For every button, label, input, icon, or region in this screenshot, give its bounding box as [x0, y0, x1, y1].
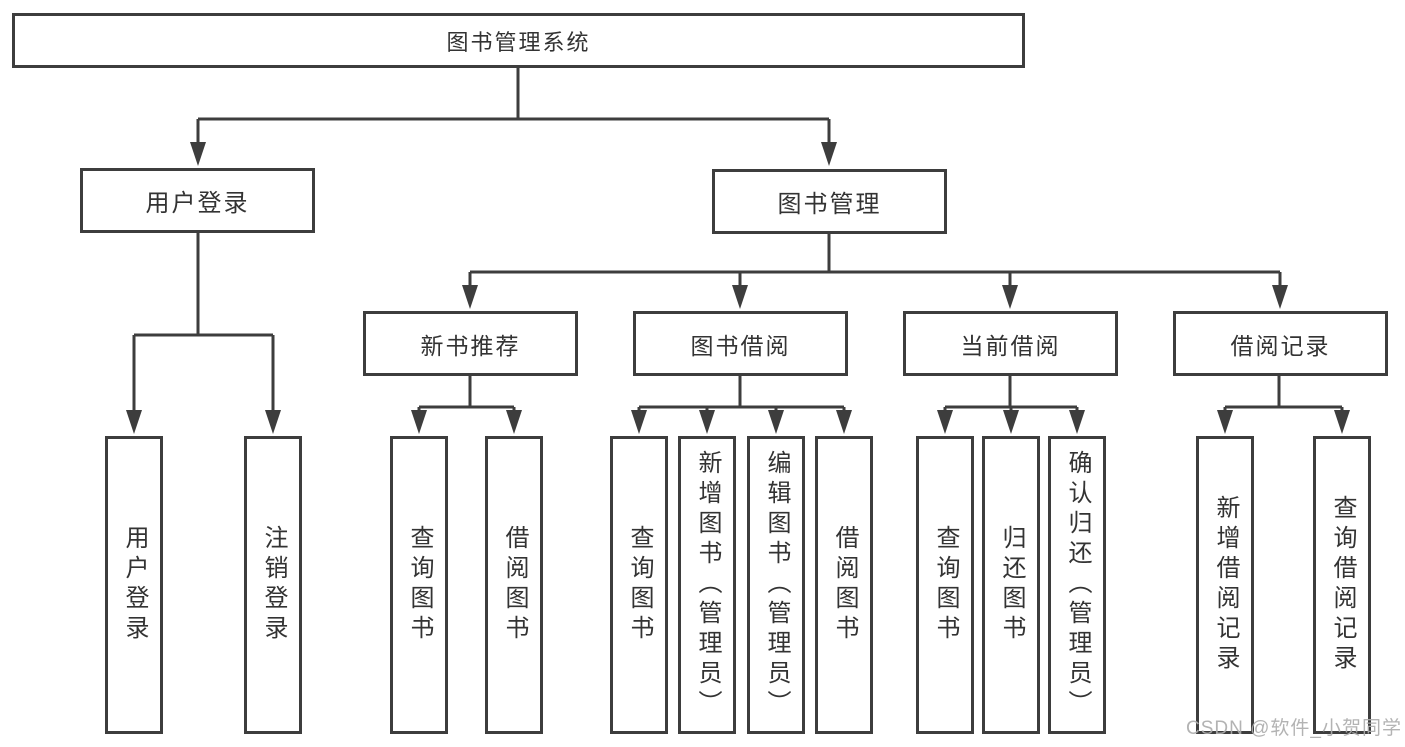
connector-borrow-records-to-leaves	[1217, 376, 1350, 434]
arrowhead	[1217, 410, 1233, 434]
arrowhead	[265, 410, 281, 434]
arrowhead	[937, 410, 953, 434]
arrowhead	[1334, 410, 1350, 434]
arrowhead	[768, 410, 784, 434]
node-label: 图书管理系统	[446, 29, 591, 55]
connector-user-login-to-leaves	[126, 233, 281, 434]
arrowhead	[1003, 410, 1019, 434]
node-new-book-recommend: 新书推荐	[363, 311, 578, 376]
arrowhead	[126, 410, 142, 434]
leaf-add-books-admin: 新增图书（管理员）	[678, 436, 736, 734]
node-label: 查询图书	[406, 525, 433, 645]
leaf-edit-books-admin: 编辑图书（管理员）	[747, 436, 805, 734]
node-label: 新书推荐	[420, 332, 521, 359]
node-current-borrowing: 当前借阅	[903, 311, 1118, 376]
node-label: 图书借阅	[690, 332, 791, 359]
leaf-borrow-books-recommend: 借阅图书	[485, 436, 543, 734]
node-label: 当前借阅	[960, 332, 1061, 359]
node-book-management: 图书管理	[712, 169, 947, 234]
node-book-borrowing: 图书借阅	[633, 311, 848, 376]
arrowhead	[190, 142, 206, 166]
node-label: 查询图书	[932, 525, 959, 645]
node-label: 用户登录	[121, 525, 148, 645]
node-borrowing-records: 借阅记录	[1173, 311, 1388, 376]
node-label: 确认归还（管理员）	[1064, 450, 1091, 720]
arrowhead	[631, 410, 647, 434]
arrowhead	[462, 285, 478, 309]
connector-new-book-rec-to-leaves	[411, 376, 522, 434]
arrowhead	[411, 410, 427, 434]
arrowhead	[836, 410, 852, 434]
arrowhead	[732, 285, 748, 309]
leaf-return-books: 归还图书	[982, 436, 1040, 734]
node-library-management-system: 图书管理系统	[12, 13, 1025, 68]
leaf-logout: 注销登录	[244, 436, 302, 734]
connector-root-to-level2	[190, 68, 837, 166]
node-label: 查询借阅记录	[1329, 495, 1356, 675]
node-label: 归还图书	[998, 525, 1025, 645]
leaf-borrow-books: 借阅图书	[815, 436, 873, 734]
connector-book-mgmt-to-level3	[462, 234, 1288, 309]
arrowhead	[821, 142, 837, 166]
node-label: 借阅图书	[831, 525, 858, 645]
node-label: 用户登录	[145, 190, 250, 217]
connector-book-borrow-to-leaves	[631, 376, 852, 434]
leaf-query-books-current: 查询图书	[916, 436, 974, 734]
node-label: 新增借阅记录	[1212, 495, 1239, 675]
node-label: 注销登录	[260, 525, 287, 645]
node-user-login: 用户登录	[80, 168, 315, 233]
leaf-query-books-borrowing: 查询图书	[610, 436, 668, 734]
arrowhead	[1069, 410, 1085, 434]
leaf-query-books-recommend: 查询图书	[390, 436, 448, 734]
arrowhead	[699, 410, 715, 434]
connector-current-borrow-to-leaves	[937, 376, 1085, 434]
node-label: 借阅图书	[501, 525, 528, 645]
node-label: 查询图书	[626, 525, 653, 645]
arrowhead	[506, 410, 522, 434]
csdn-watermark: CSDN @软件_小贺同学	[1186, 718, 1402, 739]
arrowhead	[1002, 285, 1018, 309]
arrowhead	[1272, 285, 1288, 309]
node-label: 编辑图书（管理员）	[763, 450, 790, 720]
node-label: 借阅记录	[1230, 332, 1331, 359]
node-label: 图书管理	[777, 191, 882, 218]
leaf-user-login: 用户登录	[105, 436, 163, 734]
node-label: 新增图书（管理员）	[694, 450, 721, 720]
leaf-add-borrow-record: 新增借阅记录	[1196, 436, 1254, 734]
leaf-query-borrow-record: 查询借阅记录	[1313, 436, 1371, 734]
leaf-confirm-return-admin: 确认归还（管理员）	[1048, 436, 1106, 734]
